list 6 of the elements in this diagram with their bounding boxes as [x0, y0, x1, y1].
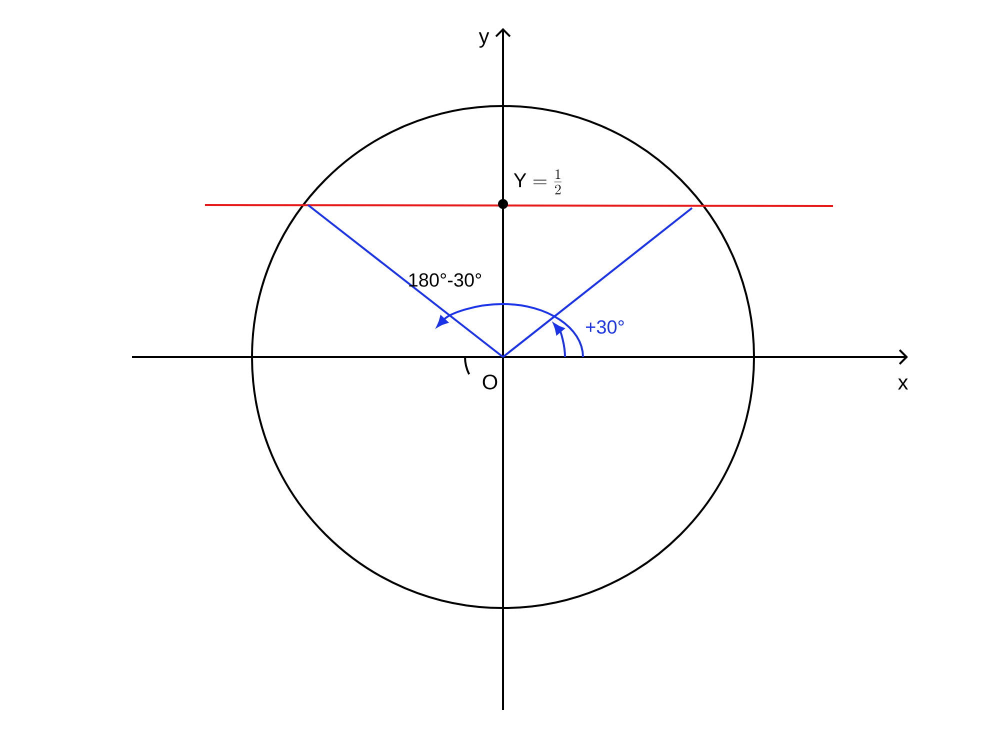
axis-label: O	[482, 374, 498, 390]
value-label: $\mathrm{Y}=\frac{1}{2}$	[514, 169, 562, 194]
angle-label: 180°-30°	[409, 273, 482, 287]
angle-label: +30°	[586, 320, 624, 334]
axis-label: x	[898, 378, 908, 390]
axis-label: y	[478, 32, 490, 48]
